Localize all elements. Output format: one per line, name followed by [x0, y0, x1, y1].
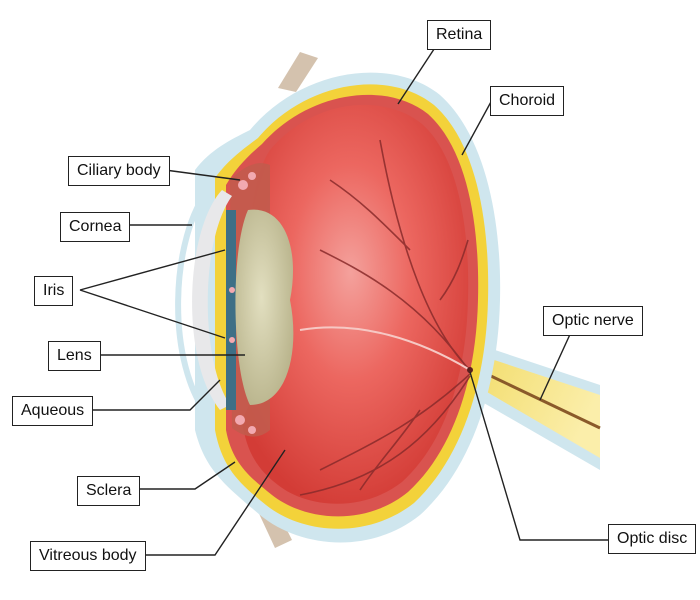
label-aqueous: Aqueous [12, 396, 94, 426]
label-vitreous-body: Vitreous body [30, 541, 146, 571]
label-iris: Iris [34, 276, 74, 306]
retinal-vessels [299, 139, 471, 496]
label-retina: Retina [427, 20, 492, 50]
optic-nerve-center [471, 365, 601, 430]
hyaloid-canal [299, 326, 471, 371]
optic-disc-point [467, 367, 473, 373]
leader-vitreous [138, 449, 286, 556]
upper-lash-hint [278, 52, 318, 92]
leader-sclera [138, 461, 236, 490]
optic-nerve [470, 352, 600, 458]
leader-retina [397, 39, 441, 105]
label-ciliary-body: Ciliary body [68, 156, 170, 186]
leader-aqueous [85, 379, 221, 411]
label-lens: Lens [48, 341, 101, 371]
cornea-edge [175, 186, 213, 420]
leader-ciliary-body [164, 169, 241, 181]
leader-choroid [461, 99, 493, 156]
label-optic-disc: Optic disc [608, 524, 697, 554]
label-cornea: Cornea [60, 212, 131, 242]
vitreous-body-shape [242, 104, 469, 504]
label-optic-nerve: Optic nerve [543, 306, 643, 336]
leader-optic-disc [469, 371, 610, 541]
lens-shape [235, 209, 294, 405]
label-sclera: Sclera [77, 476, 141, 506]
ciliary-processes [229, 172, 256, 434]
leader-lines [79, 39, 610, 556]
leader-iris-1 [79, 249, 226, 291]
leader-iris-2 [79, 289, 226, 339]
leader-optic-nerve [539, 329, 573, 401]
iris-shape [226, 210, 236, 410]
label-choroid: Choroid [490, 86, 565, 116]
